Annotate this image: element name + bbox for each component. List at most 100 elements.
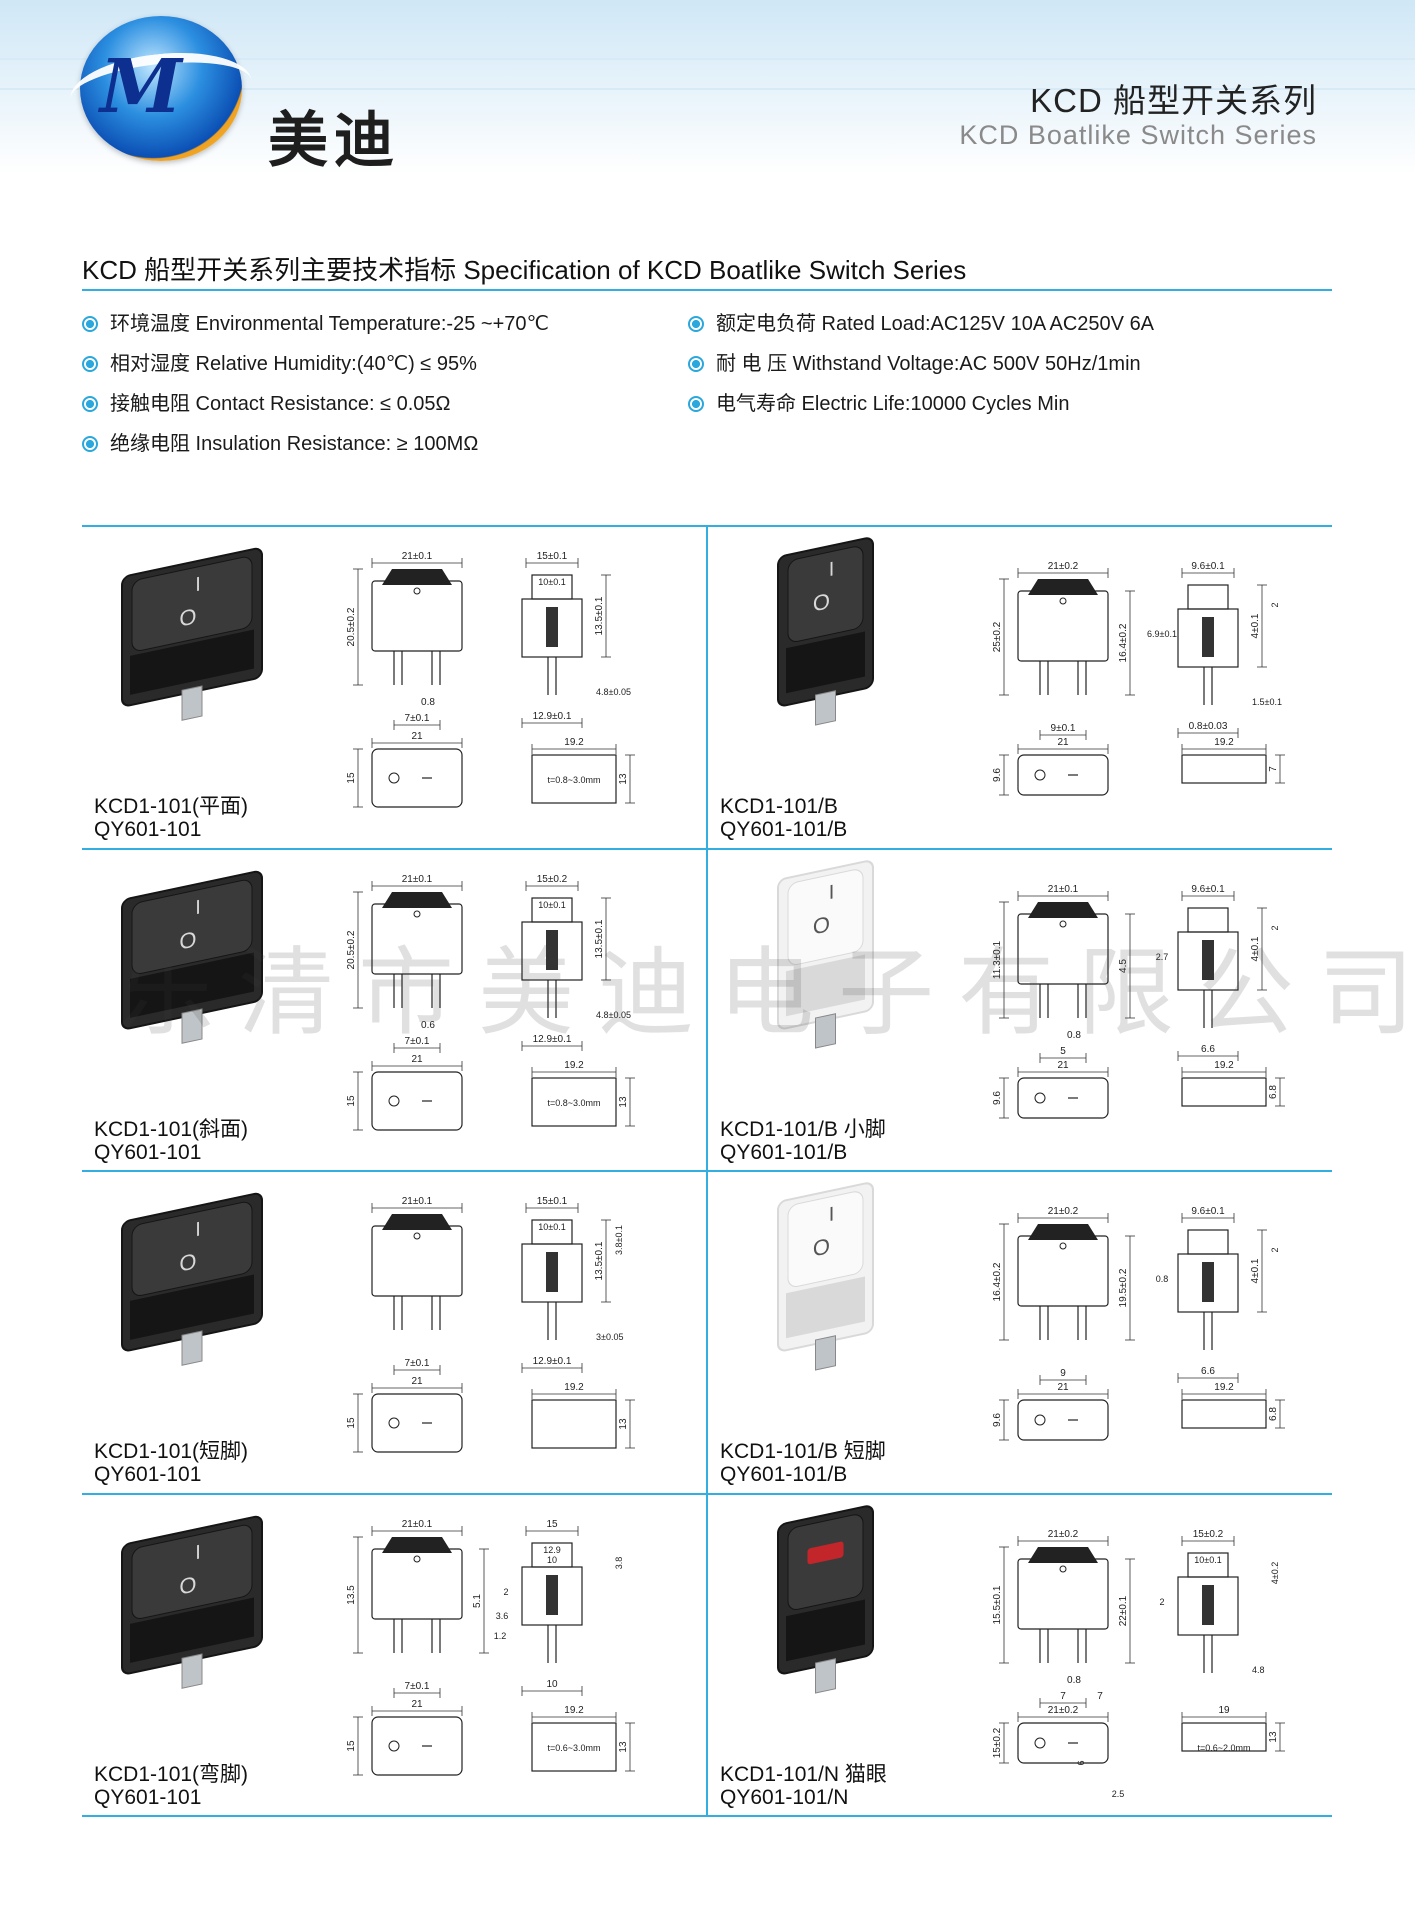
- side-view-body: [521, 921, 583, 981]
- dimension-label: 21: [411, 731, 423, 742]
- terminal-pin: [181, 685, 203, 721]
- model-number: KCD1-101(平面): [94, 795, 249, 818]
- dimension-label: 13.5±0.1: [594, 1241, 605, 1280]
- model-label: KCD1-101(弯脚)QY601-101: [94, 1763, 248, 1809]
- spec-item: 接触电阻 Contact Resistance: ≤ 0.05Ω: [82, 390, 549, 430]
- dimension-label: 21±0.2: [1048, 1705, 1079, 1716]
- dimension-label: 10±0.1: [538, 577, 565, 587]
- switch-photo: IO: [121, 870, 263, 1044]
- bullet-icon: [688, 396, 704, 412]
- side-view: 15±0.210±0.14±0.224.8: [1159, 1529, 1280, 1675]
- side-view-contact: [546, 1575, 558, 1615]
- dimension-label: 10: [546, 1679, 558, 1690]
- dimension-label: 10±0.1: [1194, 1555, 1221, 1565]
- side-view-body: [1177, 1576, 1239, 1636]
- switch-body: IO: [777, 860, 874, 1049]
- dimension-label: 2.5: [1112, 1789, 1125, 1799]
- panel-thickness-note: t=0.8~3.0mm: [547, 775, 600, 785]
- model-alt-number: QY601-101: [94, 1141, 202, 1164]
- panel-outline: [1181, 1077, 1267, 1107]
- panel-outline: [531, 1399, 617, 1449]
- dimension-label: 9.6±0.1: [1191, 884, 1225, 895]
- cutout-hole: [1034, 769, 1046, 781]
- front-view-rocker: [382, 1214, 452, 1230]
- dimension-label: 19.2: [564, 1705, 584, 1716]
- terminal-pin: [815, 690, 836, 726]
- on-symbol-icon: I: [829, 1203, 835, 1226]
- panel-view: 19.26.8: [1181, 1382, 1285, 1429]
- dimension-label: 19.2: [1214, 1060, 1234, 1071]
- off-symbol-icon: O: [179, 1571, 196, 1599]
- dimension-label: 15±0.2: [1193, 1529, 1224, 1540]
- dimension-label: 5: [1060, 1046, 1066, 1057]
- spec-title: KCD 船型开关系列主要技术指标 Specification of KCD Bo…: [82, 255, 967, 285]
- switch-housing: [786, 954, 865, 1017]
- off-symbol-icon: O: [813, 911, 830, 939]
- model-number: KCD1-101(斜面): [94, 1118, 249, 1141]
- dimension-label: 5.1: [472, 1594, 483, 1608]
- dimension-label: 19.2: [1214, 1382, 1234, 1393]
- dimension-label: 9.6: [992, 768, 1003, 782]
- side-view-contact: [1202, 940, 1214, 980]
- dimension-label: 4±0.2: [1270, 1562, 1280, 1584]
- side-view-cap: [1187, 1229, 1229, 1255]
- cutout-outline: [1017, 754, 1109, 796]
- dimension-label: 12.9: [543, 1545, 561, 1555]
- side-view-contact: [1202, 1585, 1214, 1625]
- terminal-pin: [181, 1008, 203, 1044]
- cutout-outline: [371, 748, 463, 808]
- dimension-label: 4.8±0.05: [596, 687, 631, 697]
- dimension-label: 1.5±0.1: [1252, 697, 1282, 707]
- dimension-label: 13: [1268, 1731, 1279, 1743]
- grid-divider: [706, 527, 708, 1815]
- cutout-hole: [388, 772, 400, 784]
- switch-housing: [130, 1597, 254, 1663]
- dimension-label: 13: [618, 1418, 629, 1430]
- dimension-label: 21±0.1: [402, 1196, 433, 1207]
- switch-housing: [786, 1599, 865, 1662]
- dimension-label: 13: [618, 1741, 629, 1753]
- side-view-contact: [546, 930, 558, 970]
- dimension-label: 0.6: [421, 1020, 435, 1031]
- bullet-icon: [688, 356, 704, 372]
- dimension-label: 11.3±0.1: [992, 941, 1003, 980]
- on-symbol-icon: I: [829, 558, 835, 581]
- front-view-rocker: [1028, 1547, 1098, 1563]
- dimension-label: 15: [546, 1519, 558, 1530]
- dimension-label: 10: [547, 1555, 557, 1565]
- dimension-label: 13: [618, 1096, 629, 1108]
- dimension-label: 6.6: [1201, 1044, 1215, 1055]
- dimension-label: 20.5±0.2: [346, 607, 357, 646]
- rocker-button: [131, 1524, 253, 1619]
- side-view-contact: [1202, 1262, 1214, 1302]
- dimension-label: 3±0.05: [596, 1332, 623, 1342]
- front-view-pivot: [413, 910, 421, 918]
- model-number: KCD1-101/N 猫眼: [720, 1763, 887, 1786]
- dimension-label: 6.8: [1268, 1085, 1279, 1099]
- model-alt-number: QY601-101/N: [720, 1786, 849, 1809]
- bullet-icon: [82, 356, 98, 372]
- dimension-label: 25±0.2: [992, 621, 1003, 652]
- switch-body: IO: [121, 1192, 263, 1366]
- dimension-label: 4.8: [1252, 1665, 1265, 1675]
- dimension-label: 15±0.1: [537, 1196, 568, 1207]
- dimension-label: 16.4±0.2: [1118, 623, 1129, 662]
- dimension-label: 15: [346, 1417, 357, 1429]
- on-symbol-icon: I: [195, 1541, 201, 1564]
- dimension-label: 15: [346, 1740, 357, 1752]
- model-number: KCD1-101(弯脚): [94, 1763, 249, 1786]
- dimension-label: 21±0.1: [402, 551, 433, 562]
- switch-photo: IO: [777, 1182, 874, 1371]
- dimension-label: 13: [618, 773, 629, 785]
- dimension-label: 12.9±0.1: [533, 1034, 572, 1045]
- dimension-label: 0.8: [1067, 1030, 1081, 1041]
- model-number: KCD1-101(短脚): [94, 1440, 249, 1463]
